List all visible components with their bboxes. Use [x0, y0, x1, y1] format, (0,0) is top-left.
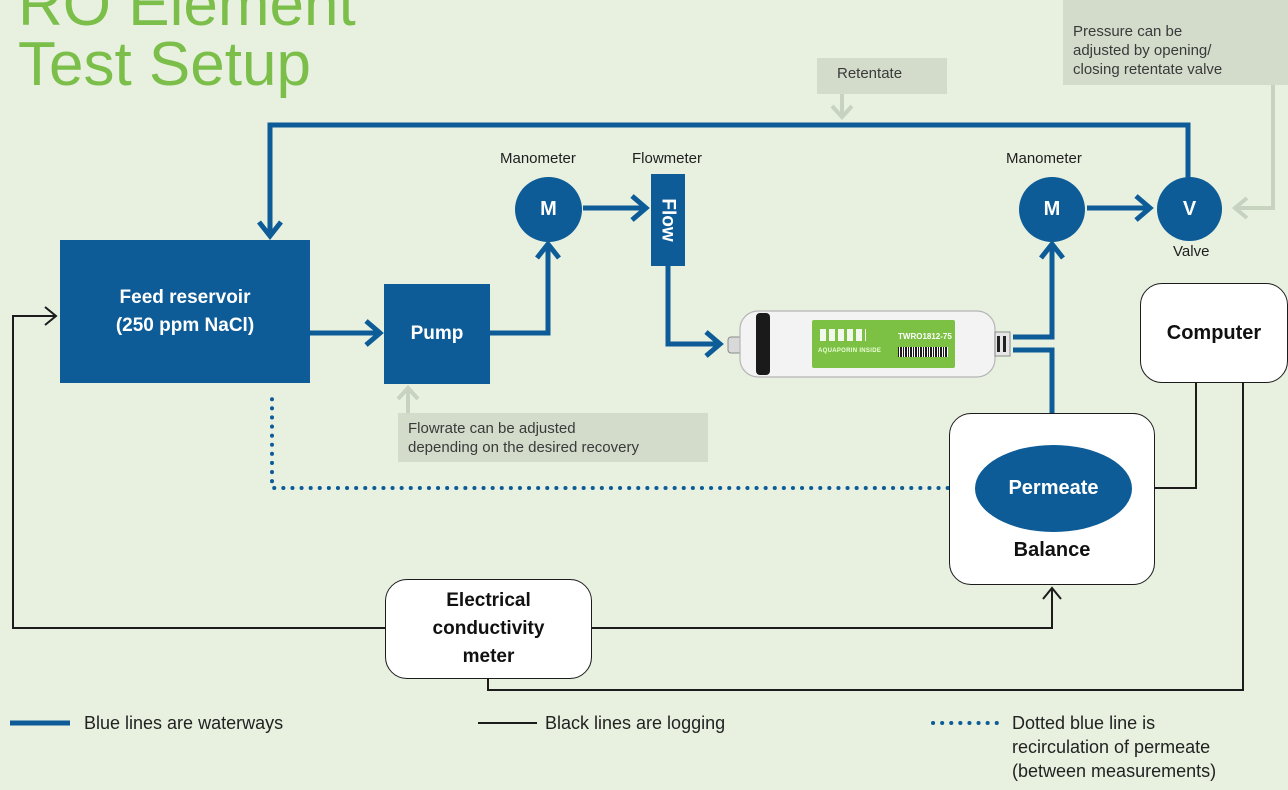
pump: Pump	[384, 284, 490, 384]
pressure-note: Pressure can be adjusted by opening/ clo…	[1063, 0, 1288, 85]
legend-dotted-line-1: Dotted blue line is	[1012, 713, 1156, 733]
module-brand: AQUAPORIN INSIDE	[818, 348, 882, 354]
page-title-line-1: RO Element	[18, 0, 356, 39]
arrowhead-module	[704, 330, 724, 358]
legend-dotted-line-2: recirculation of permeate	[1012, 737, 1211, 757]
module-logo-mark	[820, 329, 866, 341]
logging-line-ec-to-feed	[12, 315, 386, 629]
pressure-note-line-3: closing retentate valve	[1073, 61, 1223, 78]
dotted-recirculation-path	[270, 394, 977, 490]
ec-meter: Electrical conductivity meter	[385, 579, 592, 679]
waterway-retentate-return	[267, 122, 1191, 236]
legend-waterways: Blue lines are waterways	[84, 713, 284, 733]
pump-label: Pump	[410, 323, 464, 344]
permeate-label: Permeate	[1008, 477, 1099, 499]
manometer-left-symbol: M	[540, 198, 557, 220]
flowrate-note-line-1: Flowrate can be adjusted	[408, 420, 576, 437]
module-outlet-ring-1	[997, 336, 1000, 352]
arrowhead-balance-logging	[1042, 586, 1062, 600]
waterway-module-to-manometer	[1013, 245, 1055, 340]
feed-reservoir-title: Feed reservoir	[119, 286, 251, 308]
valve-label: Valve	[1173, 243, 1210, 260]
module-end-cap	[756, 313, 770, 375]
arrowhead-flow	[630, 194, 650, 222]
retentate-note: Retentate	[817, 58, 947, 94]
flowmeter: Flow	[651, 174, 685, 266]
manometer-right-symbol: M	[1043, 198, 1061, 220]
manometer-right-label: Manometer	[1006, 150, 1082, 167]
ec-meter-line-1: Electrical	[446, 590, 531, 611]
flowrate-annotation-head	[396, 385, 420, 401]
valve-symbol: V	[1182, 197, 1197, 220]
module-model: TWRO1812-75	[898, 332, 952, 341]
computer-label: Computer	[1166, 321, 1262, 344]
waterway-lines	[257, 122, 1191, 444]
module-sticker: AQUAPORIN INSIDE TWRO1812-75	[812, 320, 955, 368]
flowrate-note-line-2: depending on the desired recovery	[408, 439, 639, 456]
waterway-flow-to-module	[665, 266, 716, 347]
permeate: Permeate	[975, 445, 1132, 532]
arrowhead-valve	[1134, 194, 1154, 222]
recirculation-line	[270, 394, 977, 490]
pressure-note-line-1: Pressure can be	[1073, 23, 1183, 40]
valve: V	[1157, 177, 1222, 241]
legend-dotted: Dotted blue line is recirculation of per…	[1012, 711, 1216, 783]
balance-label: Balance	[1013, 539, 1091, 561]
feed-reservoir: Feed reservoir (250 ppm NaCl)	[60, 240, 310, 383]
ec-meter-line-3: meter	[462, 646, 515, 667]
arrowhead-feed-logging	[44, 306, 58, 326]
pressure-annotation-line	[1236, 85, 1275, 210]
module-outlet-ring-2	[1003, 336, 1006, 352]
arrowhead-pump	[364, 319, 384, 347]
arrowhead-manometer-left	[535, 239, 561, 260]
waterway-module-to-permeate	[1013, 347, 1055, 438]
feed-reservoir-concentration: (250 ppm NaCl)	[115, 314, 255, 336]
annotation-arrows	[396, 85, 1275, 413]
arrowhead-feed-top	[257, 220, 283, 241]
arrowhead-manometer-right	[1039, 239, 1065, 260]
pressure-note-line-2: adjusted by opening/	[1073, 42, 1212, 59]
legend-dotted-line-3: (between measurements)	[1012, 761, 1217, 781]
retentate-annotation-head	[830, 104, 854, 120]
logging-line-ec-to-balance	[592, 588, 1053, 629]
computer: Computer	[1140, 283, 1288, 383]
flowmeter-label: Flowmeter	[632, 150, 703, 167]
logging-line-ec-to-computer	[487, 360, 1244, 691]
pressure-annotation-head	[1231, 196, 1249, 220]
legend-logging: Black lines are logging	[545, 713, 726, 733]
waterway-pump-to-manometer	[490, 245, 551, 336]
page-title-line-2: Test Setup	[18, 30, 311, 99]
retentate-note-text: Retentate	[837, 65, 903, 82]
ec-meter-line-2: conductivity	[432, 618, 545, 639]
flowrate-note: Flowrate can be adjusted depending on th…	[398, 413, 708, 462]
module-barcode	[898, 347, 948, 357]
manometer-right: M	[1019, 177, 1085, 242]
manometer-left: M	[515, 177, 582, 242]
manometer-left-label: Manometer	[500, 150, 576, 167]
flowmeter-symbol: Flow	[658, 198, 679, 242]
